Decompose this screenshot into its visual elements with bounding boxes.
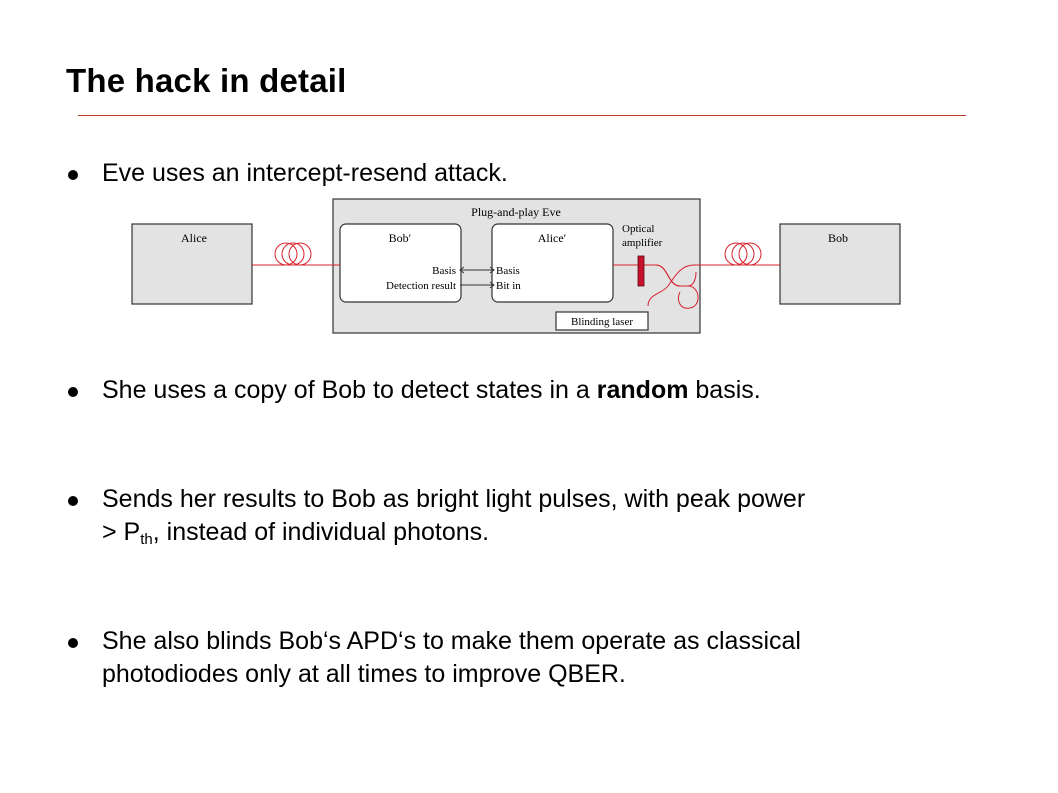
bob-prime-box bbox=[339, 223, 462, 303]
bullet-4: She also blinds Bob‘s APD‘s to make them… bbox=[66, 625, 1026, 691]
detection-result-label: Detection result bbox=[386, 280, 456, 292]
bullet-dot bbox=[66, 374, 102, 407]
alice-label: Alice bbox=[181, 231, 207, 245]
bullet-3-line-2-pre: > P bbox=[102, 518, 141, 546]
bullet-2-pre: She uses a copy of Bob to detect states … bbox=[102, 376, 597, 404]
optical-amplifier-label-1: Optical bbox=[622, 223, 654, 235]
bullet-3-text: Sends her results to Bob as bright light… bbox=[102, 483, 1026, 556]
bullet-3-line-1: Sends her results to Bob as bright light… bbox=[102, 485, 806, 513]
bullet-4-line-1: She also blinds Bob‘s APD‘s to make them… bbox=[102, 627, 801, 655]
detection-arrow bbox=[460, 281, 495, 289]
bullet-3-subscript: th bbox=[140, 531, 153, 548]
blinding-laser-box bbox=[555, 311, 649, 331]
bit-in-label: Bit in bbox=[496, 280, 521, 292]
alice-prime-box bbox=[491, 223, 614, 303]
alice-prime-label: Alice′ bbox=[538, 231, 567, 245]
basis-arrow bbox=[459, 266, 495, 274]
bullet-2-bold: random bbox=[596, 376, 689, 404]
bullet-3: Sends her results to Bob as bright light… bbox=[66, 483, 1026, 556]
alice-prime-basis-label: Basis bbox=[496, 265, 520, 277]
bob-label: Bob bbox=[828, 231, 848, 245]
fiber-path bbox=[252, 242, 780, 309]
title-divider bbox=[78, 115, 966, 116]
bullet-dot bbox=[66, 483, 102, 556]
bullet-1-text: Eve uses an intercept-resend attack. bbox=[102, 159, 508, 187]
bullet-2-text: She uses a copy of Bob to detect states … bbox=[102, 374, 1026, 407]
bullet-2: She uses a copy of Bob to detect states … bbox=[66, 374, 1026, 407]
bob-prime-label: Bob′ bbox=[389, 231, 412, 245]
plug-and-play-diagram: Plug-and-play Eve Alice Bob Bob′ Basis D… bbox=[131, 198, 901, 334]
blinding-laser-label: Blinding laser bbox=[571, 316, 633, 328]
bullet-dot bbox=[66, 157, 102, 190]
bob-prime-basis-label: Basis bbox=[432, 265, 456, 277]
bullet-4-text: She also blinds Bob‘s APD‘s to make them… bbox=[102, 625, 1026, 691]
bullet-dot bbox=[66, 625, 102, 691]
bullet-1: Eve uses an intercept-resend attack. bbox=[66, 157, 1026, 190]
slide-title: The hack in detail bbox=[66, 62, 347, 99]
alice-box bbox=[131, 223, 253, 305]
bullet-3-line-2-post: , instead of individual photons. bbox=[152, 518, 490, 546]
bob-box bbox=[779, 223, 901, 305]
optical-amplifier-label-2: amplifier bbox=[622, 237, 663, 249]
bullet-2-post: basis. bbox=[688, 376, 761, 404]
bullet-4-line-2: photodiodes only at all times to improve… bbox=[102, 660, 626, 688]
optical-amplifier bbox=[637, 255, 645, 287]
eve-label: Plug-and-play Eve bbox=[471, 205, 561, 219]
